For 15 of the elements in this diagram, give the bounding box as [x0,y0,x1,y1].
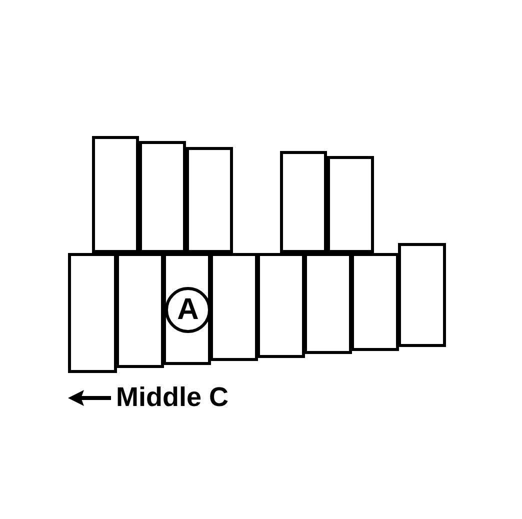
xylophone-bar [116,253,164,368]
xylophone-bar [304,253,352,354]
xylophone-bar [280,151,327,253]
xylophone-bar [163,253,211,365]
xylophone-bar [92,136,139,253]
letter-circle: A [165,287,211,333]
xylophone-bar [139,141,186,253]
xylophone-bar [257,253,305,358]
xylophone-bar [398,243,446,347]
xylophone-bar [68,253,117,373]
note-label: Middle C [116,382,228,413]
xylophone-bar [327,156,374,253]
xylophone-bar [351,253,399,351]
xylophone-bar [210,253,258,361]
xylophone-bar [186,147,233,253]
